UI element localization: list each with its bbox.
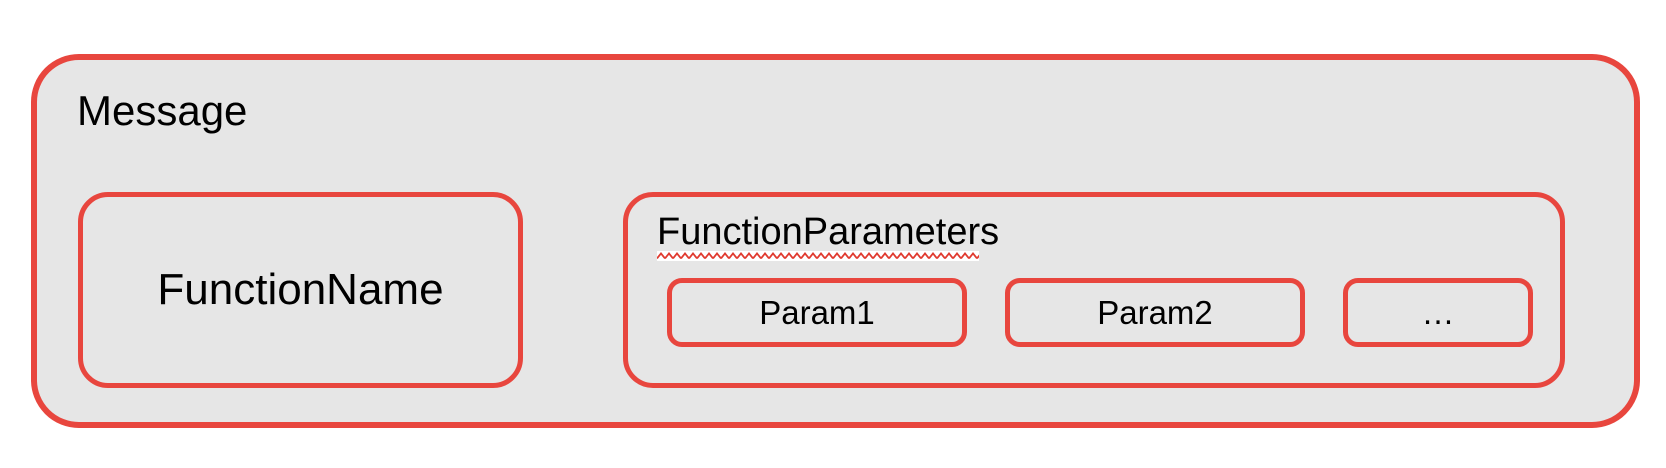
function-name-label: FunctionName (157, 265, 444, 314)
param2-label: Param2 (1097, 294, 1213, 331)
param2-box: Param2 (1005, 278, 1305, 347)
param-ellipsis-box: … (1343, 278, 1533, 347)
param1-label: Param1 (759, 294, 875, 331)
message-label: Message (77, 87, 248, 134)
function-parameters-header: FunctionParameters (657, 213, 999, 261)
function-parameters-box: FunctionParameters Param1 Param2 (623, 192, 1565, 388)
spellcheck-squiggle-underline-icon (657, 251, 979, 261)
param-ellipsis-label: … (1421, 294, 1455, 331)
function-parameters-label: FunctionParameters (657, 211, 1000, 253)
param1-box: Param1 (667, 278, 967, 347)
message-container-box: Message FunctionName FunctionParameters (31, 54, 1640, 428)
function-name-box: FunctionName (78, 192, 523, 388)
